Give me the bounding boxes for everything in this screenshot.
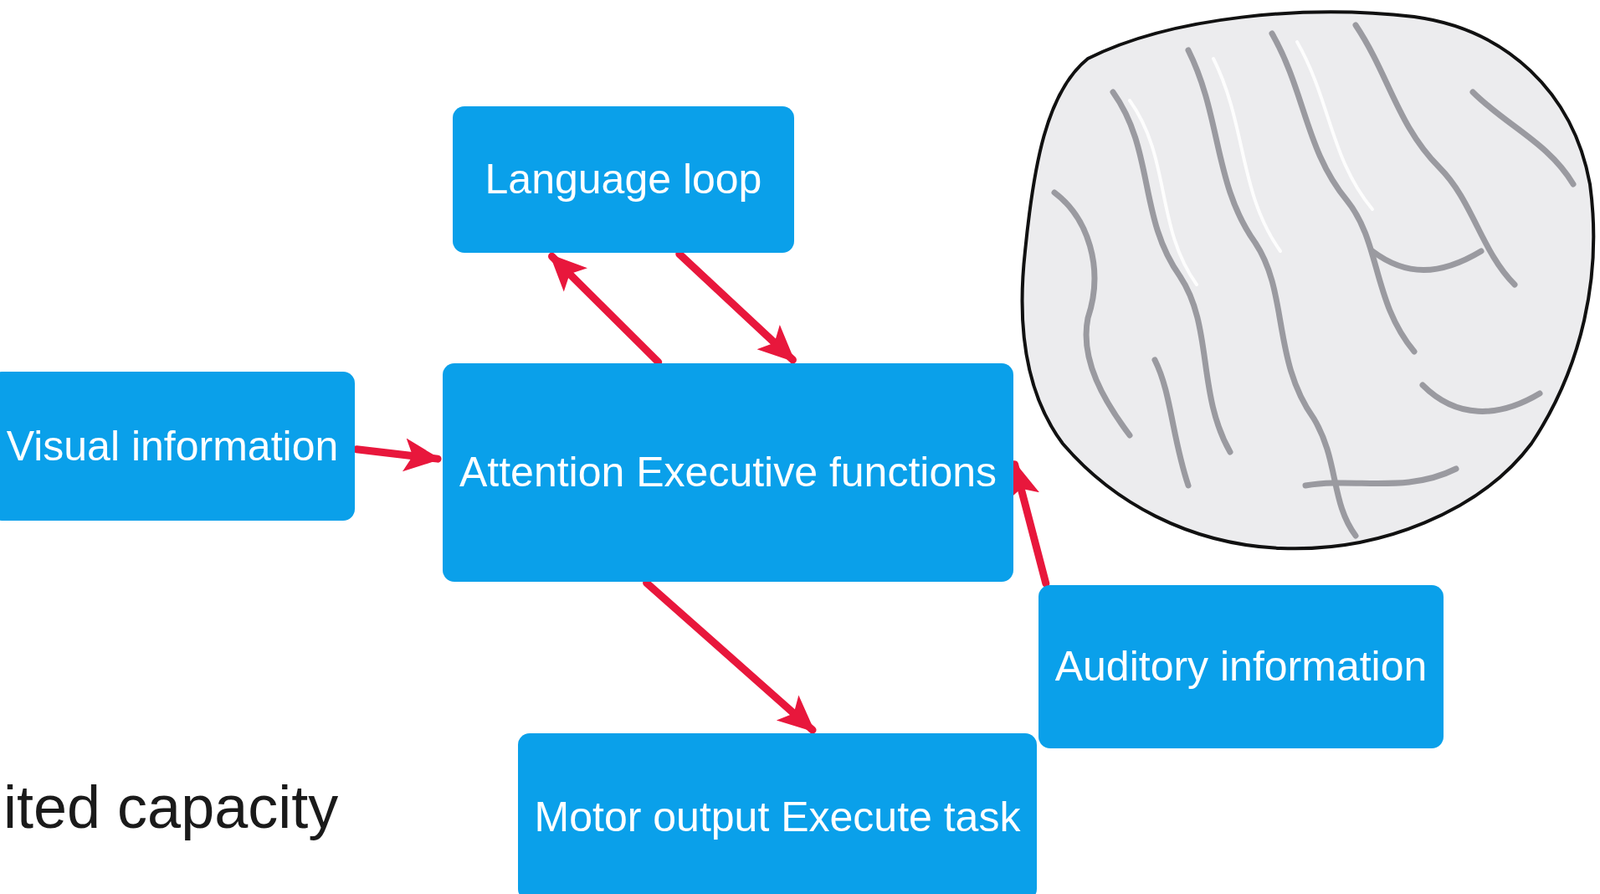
box-label: Attention Executive functions	[459, 447, 997, 498]
language-box: Language loop	[452, 106, 795, 253]
box-label: Motor output Execute task	[534, 792, 1021, 842]
box-label: Visual information	[6, 421, 339, 472]
visual-box: Visual information	[0, 371, 355, 521]
arrow-connector	[679, 253, 794, 360]
arrow-connector	[356, 449, 438, 459]
arrow-connector	[646, 582, 813, 730]
motor-box: Motor output Execute task	[517, 733, 1038, 894]
box-label: Auditory information	[1055, 641, 1428, 692]
note-text: ited capacity	[3, 774, 339, 841]
brain-drawing	[1021, 11, 1594, 549]
box-label: Language loop	[485, 154, 763, 205]
attention-box: Attention Executive functions	[442, 363, 1014, 582]
auditory-box: Auditory information	[1038, 584, 1445, 749]
arrow-connector	[1015, 464, 1047, 584]
arrow-connector	[551, 256, 658, 362]
